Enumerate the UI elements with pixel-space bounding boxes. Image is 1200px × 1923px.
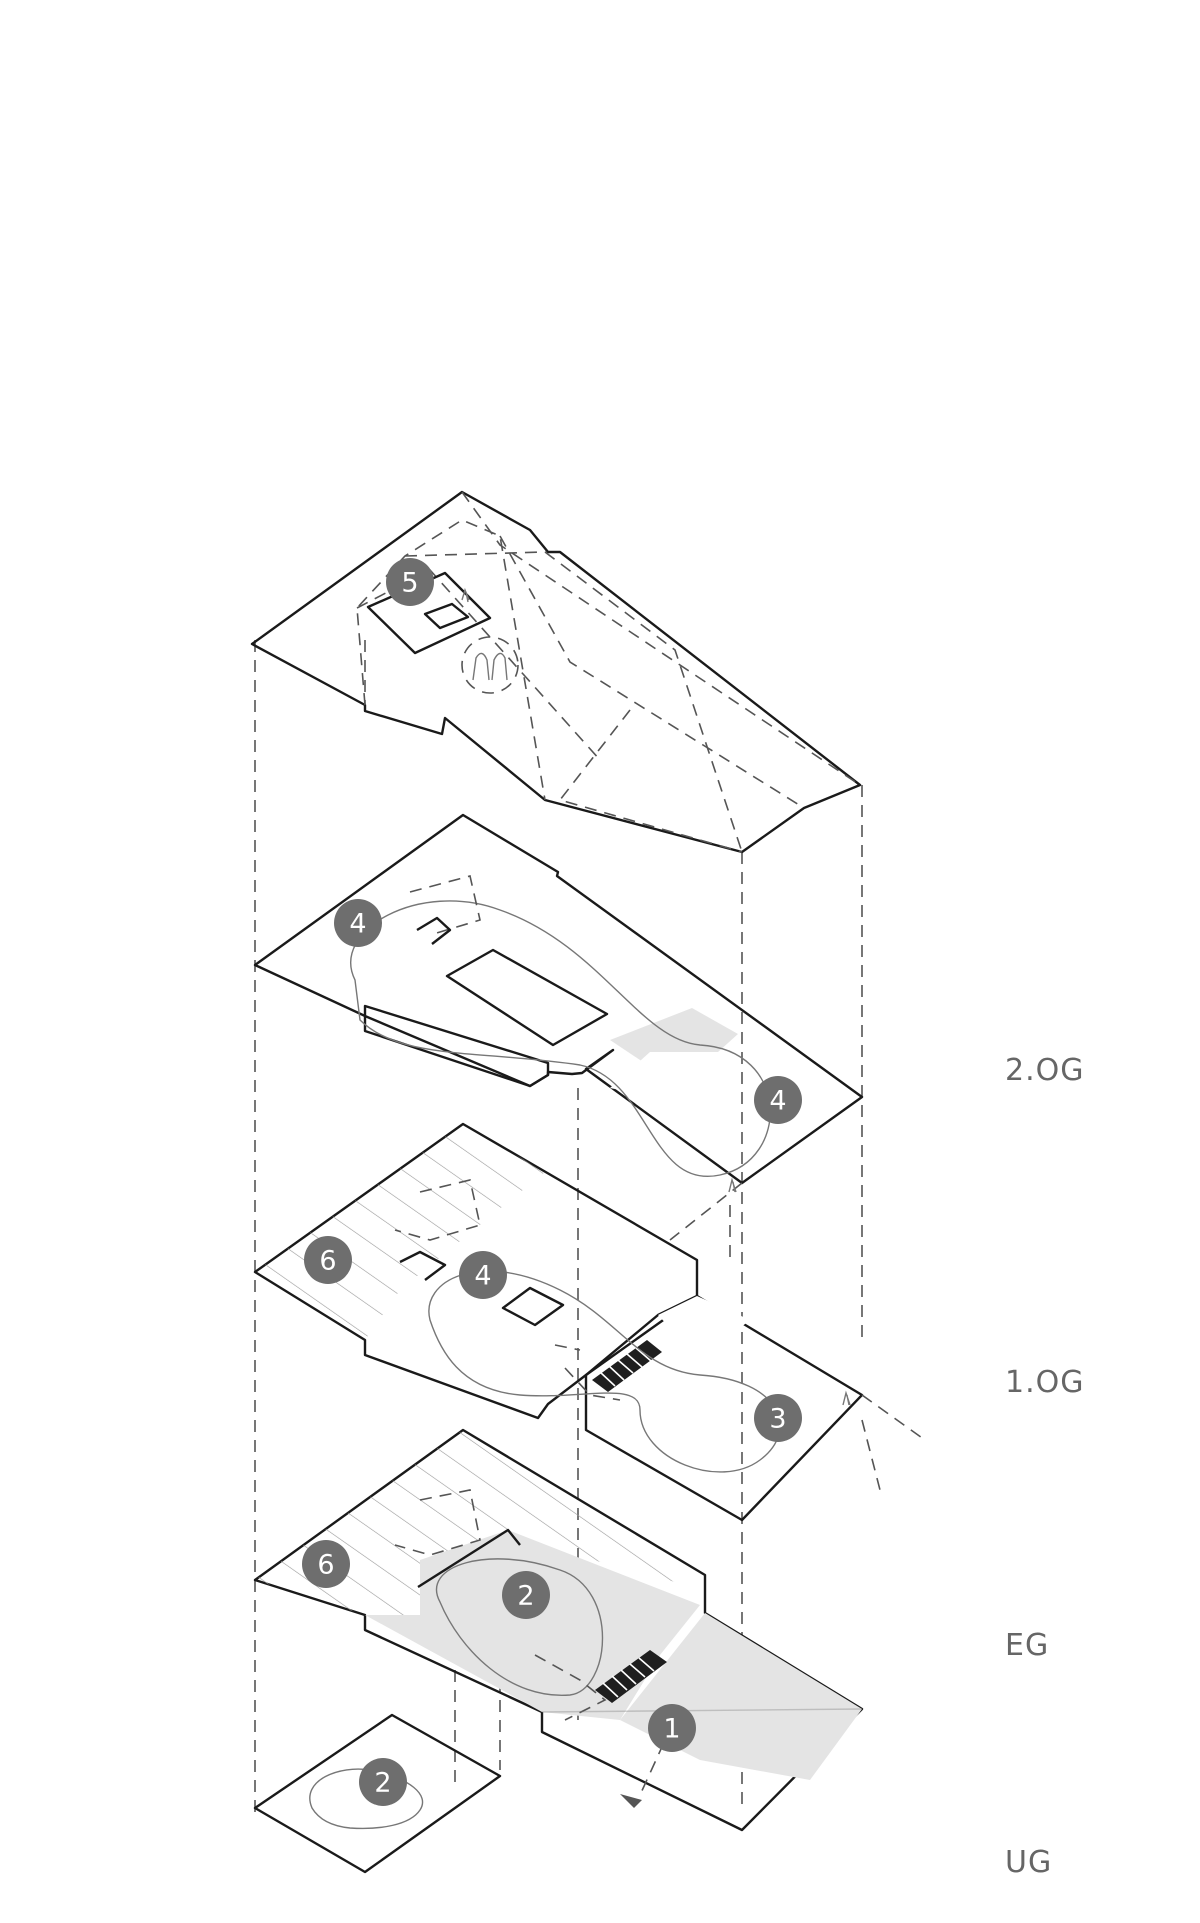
label-ug: UG — [1005, 1845, 1053, 1880]
label-1og: 1.OG — [1005, 1365, 1085, 1400]
floor-1og — [253, 1122, 926, 1522]
svg-text:6: 6 — [319, 1246, 336, 1277]
badge-6-eg: 6 — [302, 1540, 350, 1588]
svg-text:4: 4 — [474, 1261, 491, 1292]
svg-text:4: 4 — [769, 1086, 786, 1117]
svg-text:4: 4 — [349, 909, 366, 940]
svg-text:2: 2 — [374, 1768, 391, 1799]
floor-2og — [253, 813, 864, 1241]
badge-2-eg: 2 — [502, 1571, 550, 1619]
label-eg: EG — [1005, 1628, 1050, 1663]
badge-3: 3 — [754, 1394, 802, 1442]
badge-2-ug: 2 — [359, 1758, 407, 1806]
badge-1: 1 — [648, 1704, 696, 1752]
svg-text:1: 1 — [663, 1714, 680, 1745]
badge-4-2og-right: 4 — [754, 1076, 802, 1124]
badge-6-1og: 6 — [304, 1236, 352, 1284]
badge-5: 5 — [386, 558, 434, 606]
svg-text:2: 2 — [517, 1581, 534, 1612]
number-badges: 5 4 4 6 4 3 6 2 1 2 — [302, 558, 802, 1806]
badge-4-2og-left: 4 — [334, 899, 382, 947]
svg-text:6: 6 — [317, 1550, 334, 1581]
svg-text:3: 3 — [769, 1404, 786, 1435]
roof-level — [250, 490, 862, 854]
badge-4-1og: 4 — [459, 1251, 507, 1299]
label-2og: 2.OG — [1005, 1053, 1085, 1088]
svg-text:5: 5 — [401, 568, 418, 599]
floor-ug — [253, 1713, 502, 1874]
